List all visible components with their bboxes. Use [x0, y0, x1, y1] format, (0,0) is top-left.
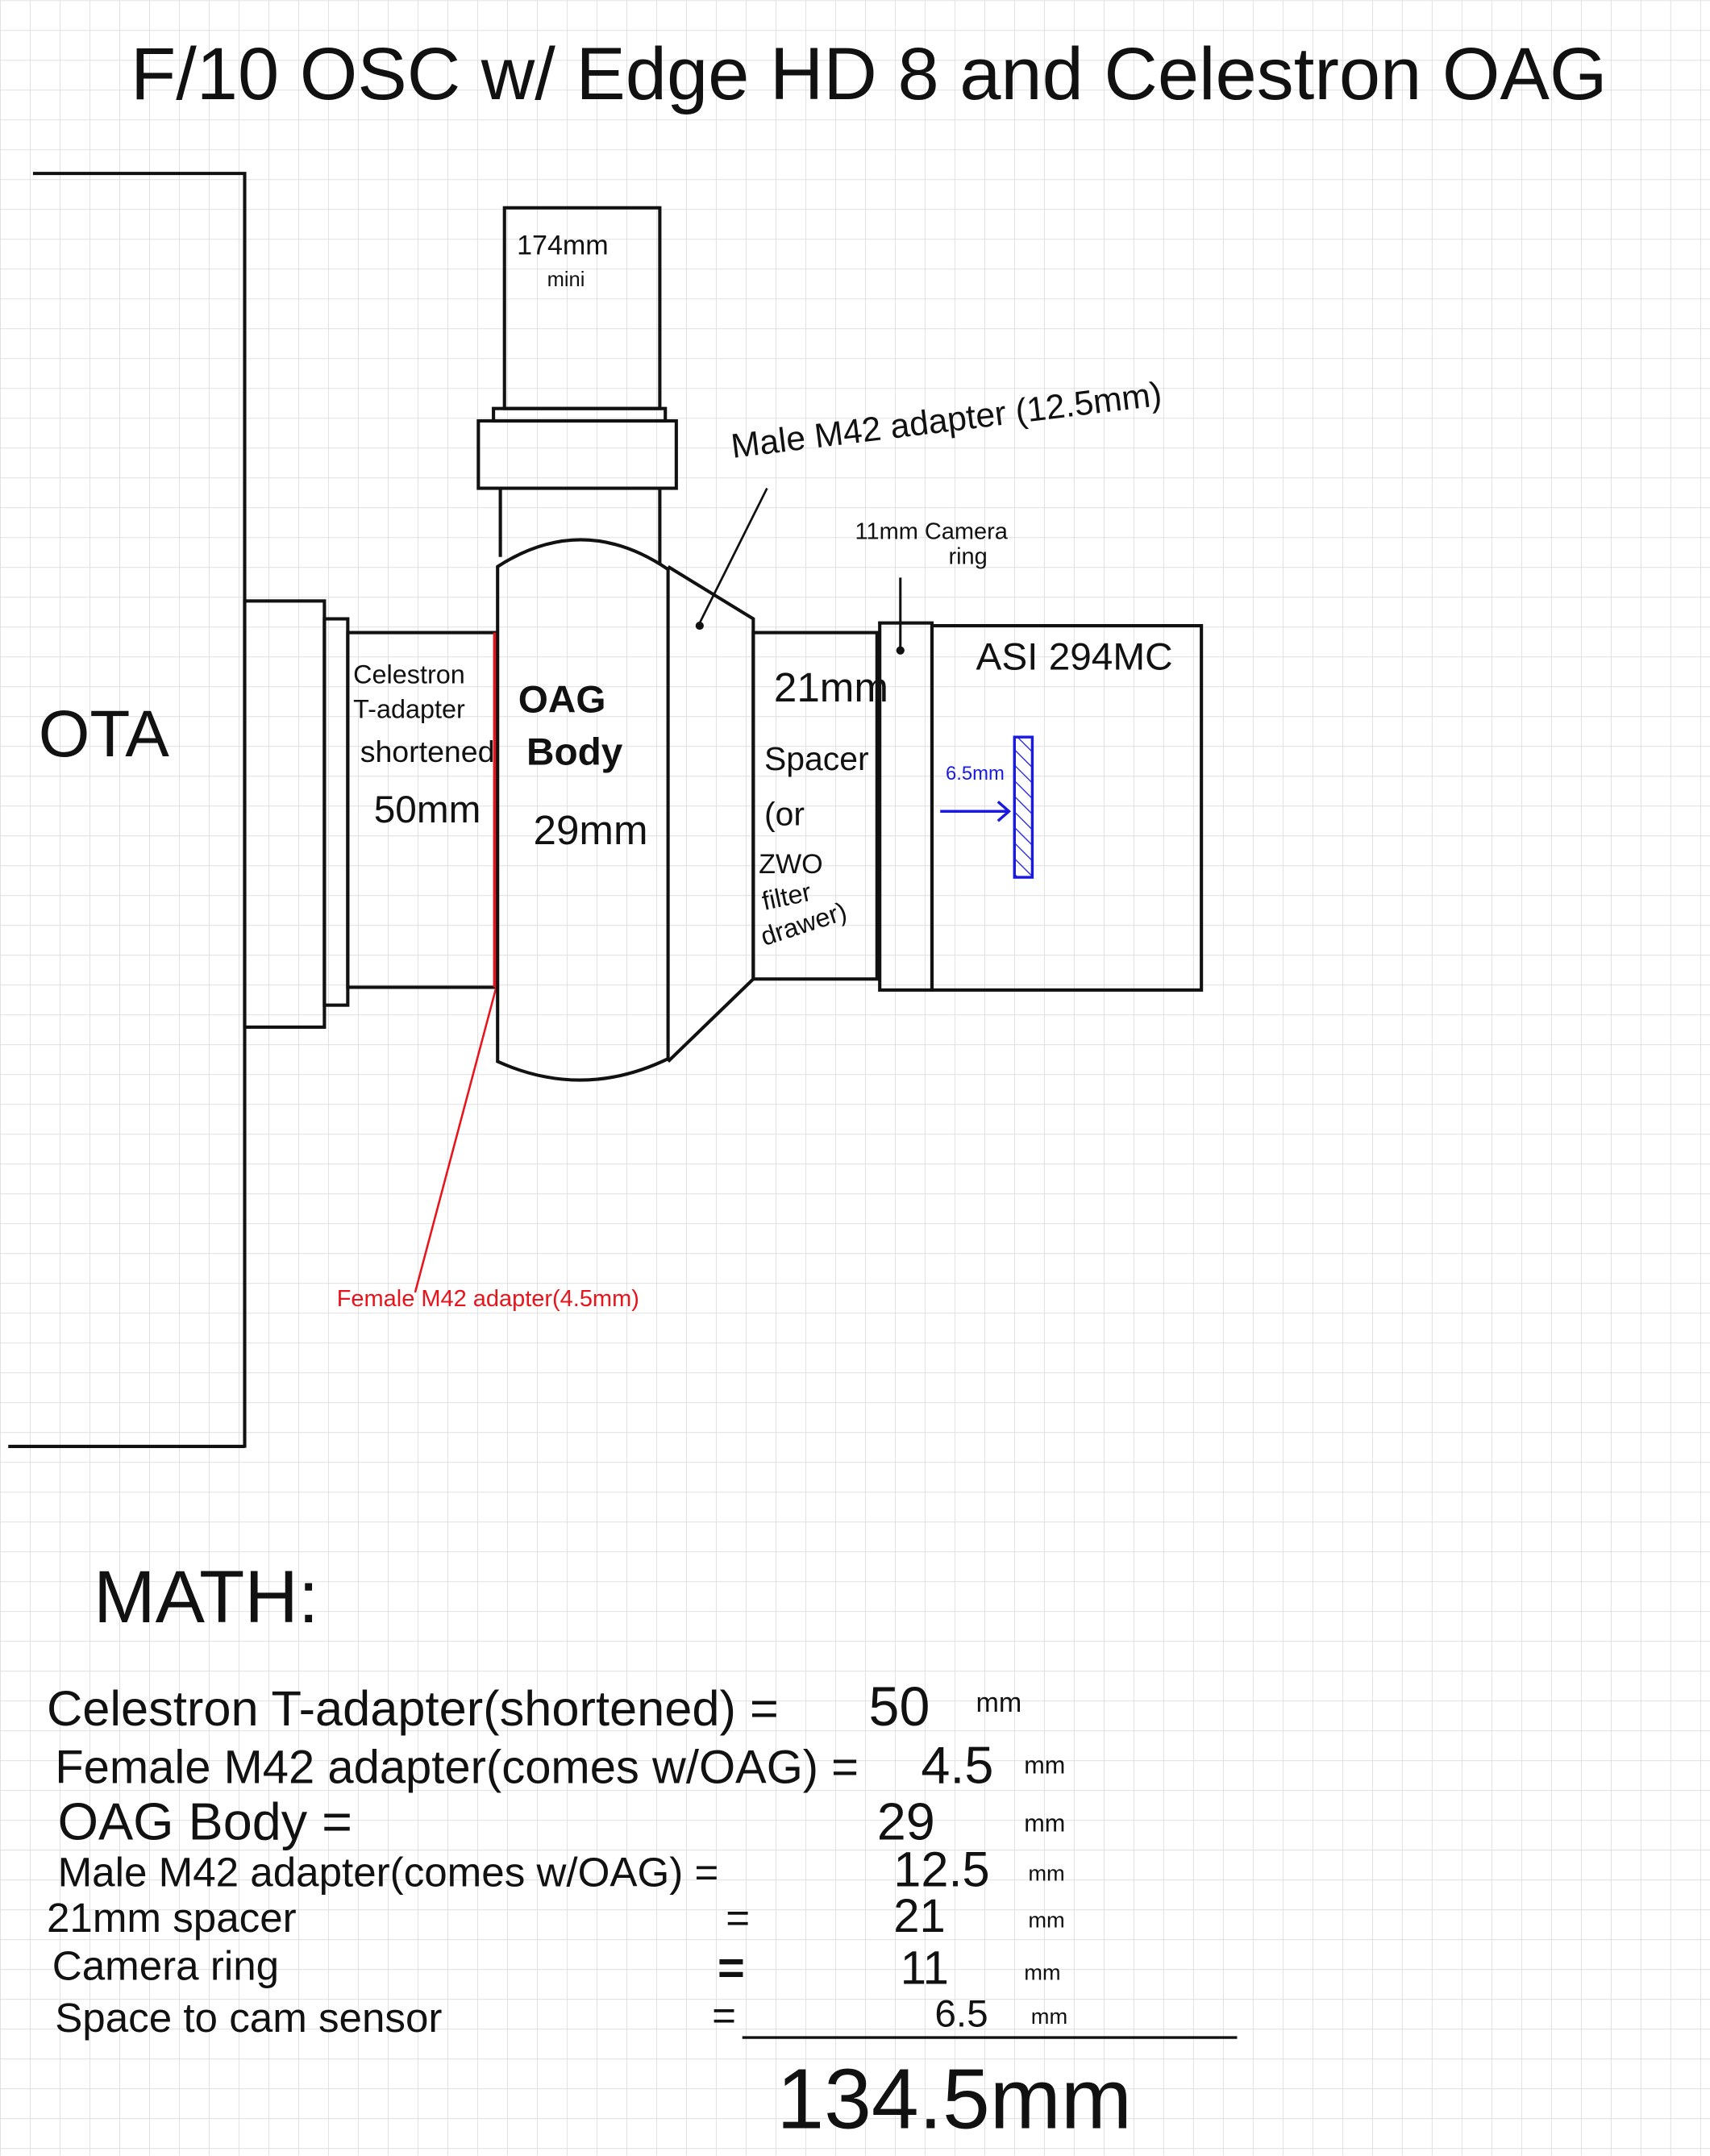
t-adapter-label-2: T-adapter	[353, 694, 465, 723]
math-row: Female M42 adapter(comes w/OAG) = 4.5 mm	[55, 1736, 1065, 1795]
math-row: OAG Body = 29 mm	[58, 1792, 1066, 1851]
guide-scope-label-1: 174mm	[517, 231, 609, 261]
oag-body-shape	[496, 538, 670, 1082]
math-row-label: Female M42 adapter(comes w/OAG) =	[55, 1742, 859, 1794]
guide-scope-label-2: mini	[547, 268, 585, 291]
spacer-label-1: 21mm	[774, 664, 888, 710]
math-row-unit: mm	[1024, 1959, 1060, 1984]
math-row-value: 21	[893, 1891, 945, 1942]
math-row-label: 21mm spacer	[47, 1895, 297, 1941]
ota-label: OTA	[39, 697, 170, 771]
leader-dot	[695, 621, 704, 631]
oag-label-2: Body	[526, 730, 623, 773]
math-row-value: 4.5	[921, 1736, 993, 1795]
math-row-value: 29	[877, 1792, 935, 1851]
t-adapter-label-3: shortened	[360, 735, 495, 768]
t-adapter-label-4: 50mm	[374, 789, 481, 831]
arrow-right-icon	[940, 801, 1012, 822]
male-adapter-leader	[697, 487, 768, 626]
math-row-equals: =	[726, 1895, 750, 1941]
sensor-shape	[1013, 735, 1034, 879]
math-row-value: 12.5	[893, 1842, 989, 1898]
math-row-value: 6.5	[934, 1992, 988, 2035]
math-row-value: 11	[901, 1943, 949, 1995]
math-row: Celestron T-adapter(shortened) = 50 mm	[47, 1676, 1021, 1738]
math-row-unit: mm	[1028, 1908, 1064, 1933]
spacer-shape	[751, 631, 879, 981]
math-row-label: Celestron T-adapter(shortened) =	[47, 1681, 779, 1737]
camera-ring-label-2: ring	[948, 543, 987, 569]
camera-shape	[930, 624, 1204, 992]
t-adapter-label-1: Celestron	[353, 660, 465, 689]
math-row-unit: mm	[1031, 2004, 1067, 2029]
math-row-equals: =	[712, 1992, 736, 2038]
female-adapter-shape	[414, 632, 497, 1293]
female-adapter-label: Female M42 adapter(4.5mm)	[337, 1286, 639, 1312]
oag-label-3: 29mm	[534, 807, 648, 853]
sensor-distance-label: 6.5mm	[946, 763, 1005, 785]
leader-dot	[896, 646, 905, 655]
camera-label: ASI 294MC	[976, 636, 1173, 679]
camera-ring-label-1: 11mm Camera	[855, 519, 1009, 545]
page-title: F/10 OSC w/ Edge HD 8 and Celestron OAG	[131, 32, 1607, 115]
spacer-label-4: ZWO	[759, 849, 823, 880]
math-total: 134.5mm	[776, 2052, 1132, 2147]
math-row: 21mm spacer = 21 mm	[47, 1891, 1065, 1942]
math-row-equals: =	[718, 1943, 745, 1995]
math-row-value: 50	[869, 1676, 930, 1738]
math-row: Camera ring = 11 mm	[52, 1942, 1061, 1994]
math-row-unit: mm	[976, 1688, 1022, 1718]
math-row-unit: mm	[1028, 1861, 1064, 1886]
math-row-label: Camera ring	[52, 1942, 279, 1988]
guide-scope-shape	[476, 206, 678, 564]
math-row-label: Male M42 adapter(comes w/OAG) =	[58, 1850, 719, 1896]
spacer-label-3: (or	[764, 795, 805, 832]
math-row-label: Space to cam sensor	[55, 1995, 442, 2041]
math-row-label: OAG Body =	[58, 1792, 352, 1851]
spacer-label-2: Spacer	[764, 740, 869, 777]
math-heading: MATH:	[94, 1555, 319, 1638]
math-row-unit: mm	[1024, 1808, 1065, 1837]
math-row-unit: mm	[1024, 1751, 1065, 1779]
oag-label-1: OAG	[518, 678, 606, 721]
math-row: Space to cam sensor = 6.5 mm	[55, 1992, 1067, 2041]
math-row: Male M42 adapter(comes w/OAG) = 12.5 mm	[58, 1842, 1065, 1898]
